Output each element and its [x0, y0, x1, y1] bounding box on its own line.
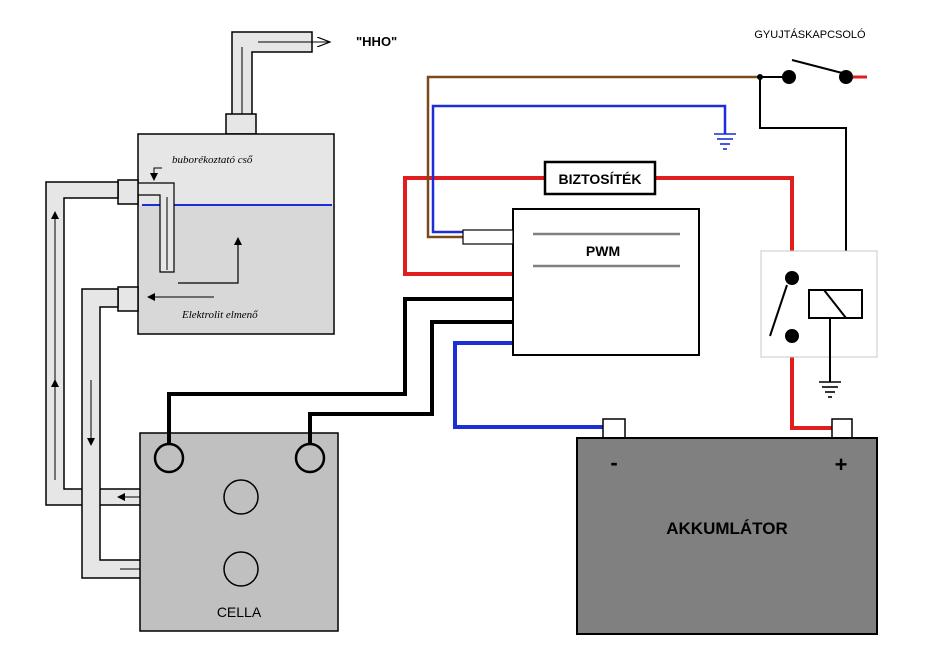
cell-electrolyte-port — [223, 551, 259, 587]
bubble-flow-arrow — [178, 237, 242, 284]
ground-symbol-black — [819, 381, 841, 398]
tank-return-fitting — [117, 286, 139, 312]
cell-terminal-left — [153, 442, 185, 474]
ground-symbol-blue — [714, 133, 736, 150]
pwm-label: PWM — [586, 243, 620, 259]
signal-wire — [426, 75, 760, 239]
battery-terminal-plus — [831, 418, 853, 439]
ignition-switch-label: GYUJTÁSKAPCSOLÓ — [754, 28, 866, 41]
pwm-ground-wire — [431, 104, 727, 234]
bubbler-pointer-arrow — [150, 167, 162, 181]
hho-label: "HHO" — [356, 34, 397, 49]
hho-output-pipe — [225, 31, 330, 135]
fuse-label: BIZTOSÍTÉK — [559, 171, 642, 187]
battery-terminal-minus — [602, 418, 626, 439]
pwm-module — [462, 208, 700, 356]
pwm-battery-minus-wire — [453, 341, 608, 438]
ignition-switch — [757, 59, 867, 290]
fuse — [543, 160, 657, 196]
bubbler-label: buborékoztató cső — [172, 154, 253, 166]
tank-outlet-fitting — [225, 113, 257, 135]
cell-gas-port — [223, 479, 259, 515]
fuse-relay-wire — [655, 176, 794, 272]
pwm-signal-connector — [462, 229, 514, 245]
cell-pwm-wires — [167, 297, 513, 444]
battery-plus-label: + — [835, 452, 848, 477]
pwm-fuse-wire — [403, 176, 545, 276]
electrolysis-cell — [139, 432, 339, 632]
battery-minus-label: - — [610, 450, 617, 475]
tank-inlet-fitting — [117, 179, 139, 205]
battery-label: AKKUMLÁTOR — [666, 519, 788, 538]
electrolyte-label: Elektrolit elmenő — [181, 309, 258, 321]
cell-terminal-right — [294, 442, 326, 474]
cell-label: CELLA — [217, 604, 262, 620]
battery — [576, 418, 878, 635]
bubbler-tank — [117, 133, 335, 335]
relay — [760, 250, 878, 382]
